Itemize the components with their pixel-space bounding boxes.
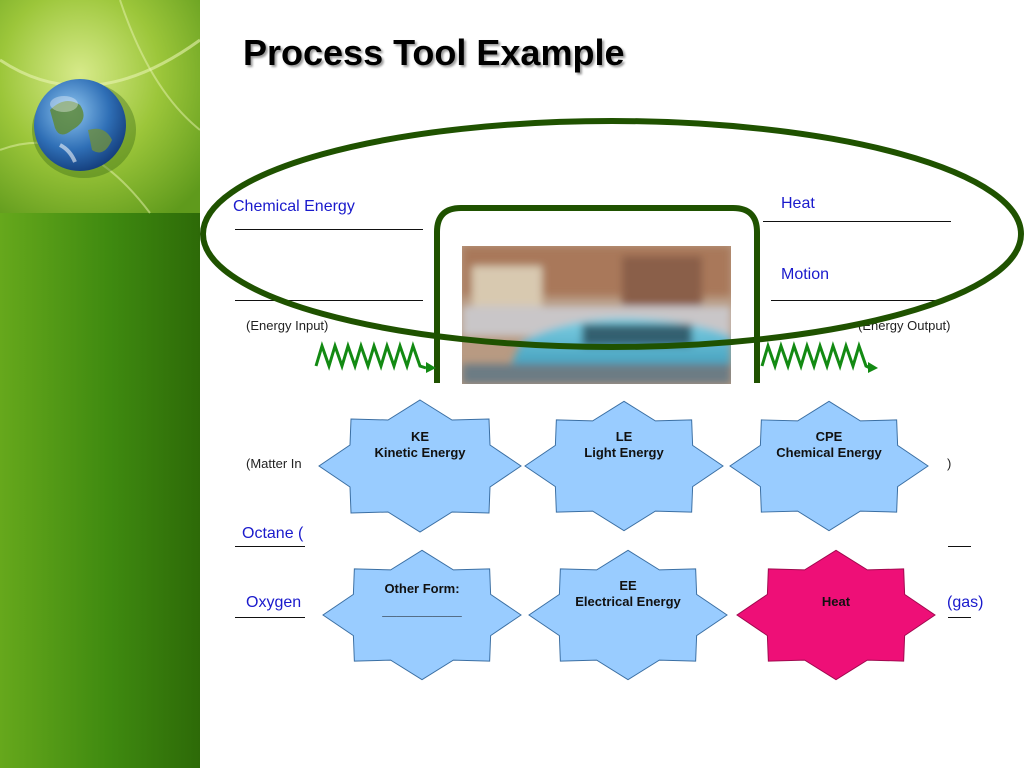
sidebar-background — [0, 0, 200, 768]
energy-star-other: Other Form: ___________ — [322, 548, 522, 682]
energy-input-caption: (Energy Input) — [246, 318, 329, 333]
energy-star-heat: Heat — [736, 548, 936, 682]
star-other-blank: ___________ — [382, 603, 462, 618]
matter-output-blank-line-2 — [948, 617, 971, 618]
matter-output-caption-end: ) — [947, 456, 952, 471]
energy-star-ee: EE Electrical Energy — [528, 548, 728, 682]
energy-output-motion: Motion — [781, 266, 830, 283]
star-le-abbr: LE — [615, 429, 633, 444]
matter-input-oxygen: Oxygen — [246, 594, 302, 611]
star-other-abbr: Other Form: — [384, 581, 460, 596]
energy-star-le: LE Light Energy — [524, 399, 724, 533]
matter-output-gas: (gas) — [947, 594, 984, 611]
highlight-ellipse — [200, 118, 1024, 350]
energy-input-label: Chemical Energy — [233, 198, 355, 215]
matter-input-octane: Octane ( — [242, 525, 304, 542]
matter-input-caption: (Matter In — [246, 456, 302, 471]
process-box-frame — [434, 205, 760, 383]
output-blank-line-1 — [763, 221, 951, 222]
energy-output-heat: Heat — [781, 195, 815, 212]
star-shape — [528, 549, 728, 681]
star-shape — [318, 399, 522, 533]
star-shape — [736, 549, 936, 681]
star-cpe-abbr: CPE — [815, 429, 843, 444]
input-blank-line-2 — [235, 300, 423, 301]
star-ke-abbr: KE — [410, 429, 430, 444]
input-wave-arrow — [314, 341, 436, 373]
output-wave-arrow — [760, 341, 878, 373]
moving-car-photo — [462, 246, 731, 384]
star-shape — [729, 400, 929, 532]
star-heat-abbr: Heat — [821, 594, 851, 609]
input-blank-line-1 — [235, 229, 423, 230]
star-ke-name: Kinetic Energy — [374, 445, 466, 460]
energy-star-cpe: CPE Chemical Energy — [729, 399, 929, 533]
star-shape — [322, 549, 522, 681]
oxygen-blank-line — [235, 617, 305, 618]
star-ee-abbr: EE — [619, 578, 637, 593]
energy-star-ke: KE Kinetic Energy — [318, 399, 522, 533]
matter-output-blank-line-1 — [948, 546, 971, 547]
star-cpe-name: Chemical Energy — [776, 445, 882, 460]
star-le-name: Light Energy — [584, 445, 664, 460]
output-blank-line-2 — [771, 300, 941, 301]
earth-globe-icon — [32, 79, 136, 178]
slide-title: Process Tool Example — [243, 32, 625, 73]
star-ee-name: Electrical Energy — [575, 594, 681, 609]
star-shape — [524, 400, 724, 532]
octane-blank-line — [235, 546, 305, 547]
